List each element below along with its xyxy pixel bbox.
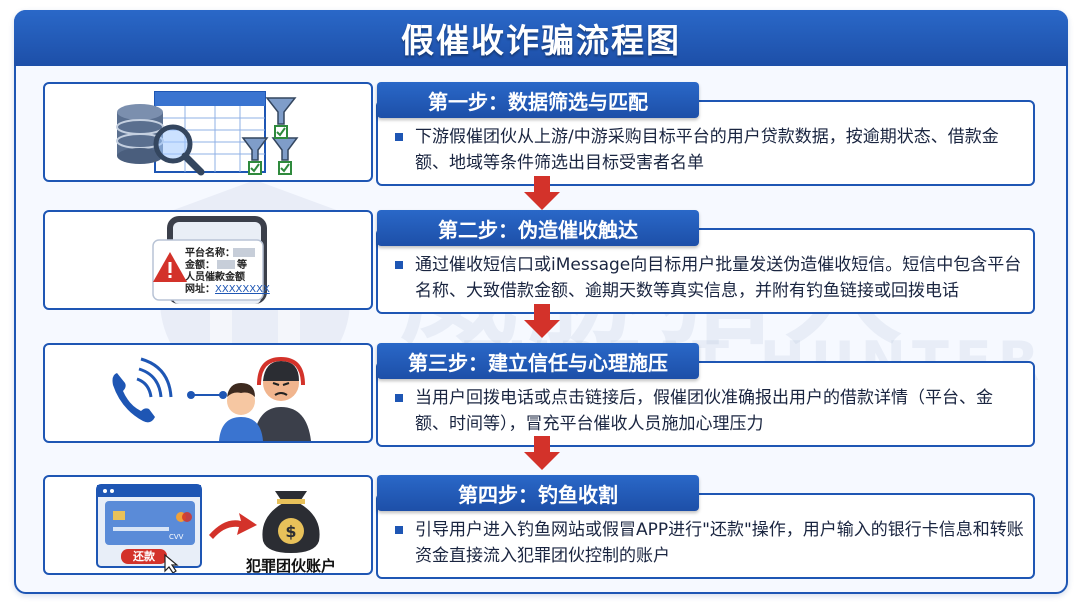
step-3-body: 当用户回拨电话或点击链接后，假催团伙准确报出用户的借款详情（平台、金额、时间等）… (395, 385, 1025, 437)
magnifier-icon (153, 124, 205, 176)
scammer-icon (253, 356, 311, 441)
cursor-icon (164, 553, 179, 574)
bullet-icon (395, 261, 403, 269)
victim-icon (219, 383, 263, 441)
database-icon (116, 104, 164, 164)
checkbox-icon (248, 125, 292, 175)
criminal-account-label: 犯罪团伙账户 (245, 557, 336, 573)
step-3-illustration (43, 343, 373, 443)
down-arrow-icon (524, 304, 560, 338)
step-4: CVV 还款 $ 犯罪团伙账户 第四步：钓鱼收割 引导用户进入钓鱼网站或假冒AP… (43, 475, 1035, 579)
filter-icon (241, 97, 299, 161)
bullet-icon (395, 133, 403, 141)
phone-call-icon (112, 357, 173, 423)
bullet-icon (395, 526, 403, 534)
step-4-body: 引导用户进入钓鱼网站或假冒APP进行"还款"操作，用户输入的银行卡信息和转账资金… (395, 517, 1025, 569)
step-2: 平台名称： 金额： 等 人员催款金额 网址： XXXXXXXX 第二步：伪造催收… (43, 210, 1035, 314)
step-1-description: 下游假催团伙从上游/中游采购目标平台的用户贷款数据，按逾期状态、借款金额、地域等… (415, 127, 999, 173)
step-3-description: 当用户回拨电话或点击链接后，假催团伙准确报出用户的借款详情（平台、金额、时间等）… (415, 388, 993, 434)
warning-icon (153, 252, 187, 282)
bullet-icon (395, 394, 403, 402)
svg-text:$: $ (285, 522, 296, 541)
sms-bubble: 平台名称： 金额： 等 人员催款金额 网址： XXXXXXXX (152, 239, 270, 301)
step-2-illustration: 平台名称： 金额： 等 人员催款金额 网址： XXXXXXXX (43, 210, 373, 310)
repay-button: 还款 (121, 549, 167, 564)
money-bag-icon: $ (262, 491, 320, 553)
sms-line-4: 网址： (185, 282, 215, 295)
credit-card-icon: CVV (105, 501, 195, 545)
sms-line-3: 人员催款金额 (185, 270, 245, 283)
right-arrow-icon (209, 513, 257, 539)
step-2-body: 通过催收短信口或iMessage向目标用户批量发送伪造催收短信。短信中包含平台名… (395, 252, 1025, 304)
step-1-heading: 第一步：数据筛选与匹配 (377, 82, 699, 118)
page-title: 假催收诈骗流程图 (401, 21, 681, 60)
sms-line-2-suffix: 等 (237, 258, 247, 271)
connection-line (187, 391, 227, 399)
title-bar: 假催收诈骗流程图 (14, 10, 1068, 66)
step-3-heading: 第三步：建立信任与心理施压 (377, 343, 699, 379)
step-1-body: 下游假催团伙从上游/中游采购目标平台的用户贷款数据，按逾期状态、借款金额、地域等… (395, 124, 1025, 176)
phishing-link: XXXXXXXX (215, 284, 270, 295)
repay-button-label: 还款 (132, 549, 156, 563)
sms-line-2: 金额： (184, 258, 215, 271)
step-3: 第三步：建立信任与心理施压 当用户回拨电话或点击链接后，假催团伙准确报出用户的借… (43, 343, 1035, 447)
step-1-illustration (43, 82, 373, 182)
step-4-description: 引导用户进入钓鱼网站或假冒APP进行"还款"操作，用户输入的银行卡信息和转账资金… (415, 520, 1024, 566)
down-arrow-icon (524, 176, 560, 210)
step-2-heading: 第二步：伪造催收触达 (377, 210, 699, 246)
step-4-heading: 第四步：钓鱼收割 (377, 475, 699, 511)
sms-line-1: 平台名称： (185, 246, 235, 259)
step-2-description: 通过催收短信口或iMessage向目标用户批量发送伪造催收短信。短信中包含平台名… (415, 255, 1022, 301)
card-cvv: CVV (169, 533, 184, 541)
step-4-illustration: CVV 还款 $ 犯罪团伙账户 (43, 475, 373, 575)
down-arrow-icon (524, 436, 560, 470)
step-1: 第一步：数据筛选与匹配 下游假催团伙从上游/中游采购目标平台的用户贷款数据，按逾… (43, 82, 1035, 186)
